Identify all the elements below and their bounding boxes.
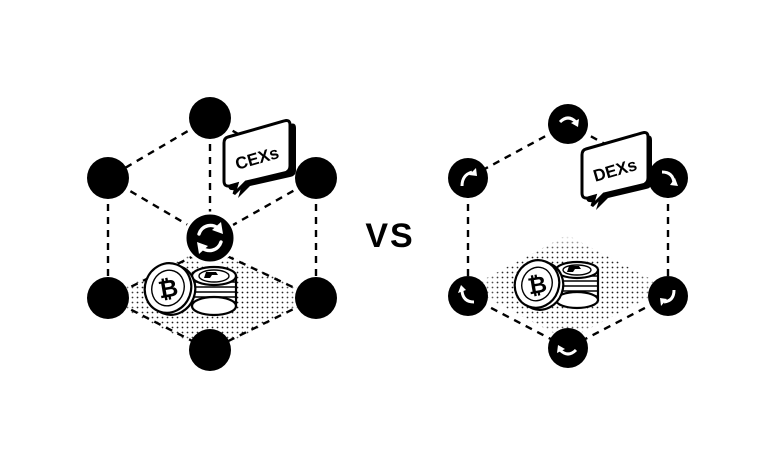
- arrow-icon: [558, 348, 578, 356]
- arrow-icon: [663, 289, 676, 304]
- dex-node-lower-right: [648, 276, 688, 316]
- cex-node-upper-right: [295, 157, 337, 199]
- cex-node-lower-left: [87, 277, 129, 319]
- dex-node-top: [548, 104, 588, 144]
- cex-speech-bubble: CEXs: [222, 119, 296, 198]
- dex-node-bottom: [548, 328, 588, 368]
- arrow-icon: [460, 290, 475, 304]
- swap-arrows-icon: [183, 211, 237, 265]
- dex-node-upper-right: [648, 158, 688, 198]
- cex-diagram: ₿ CEXs: [87, 97, 337, 371]
- bitcoin-coin-stack-icon: ₿: [143, 262, 238, 317]
- cex-node-upper-left: [87, 157, 129, 199]
- dex-speech-bubble: DEXs: [580, 131, 652, 210]
- dex-diagram: ₿ DEXs: [448, 104, 688, 368]
- versus-label: VS: [365, 217, 414, 255]
- cex-node-lower-right: [295, 277, 337, 319]
- arrow-icon: [558, 116, 578, 124]
- cex-node-bottom: [189, 329, 231, 371]
- bitcoin-coin-stack-icon: ₿: [513, 259, 600, 311]
- cex-node-top: [189, 97, 231, 139]
- svg-text:₿: ₿: [526, 271, 549, 300]
- dex-node-lower-left: [448, 276, 488, 316]
- svg-text:₿: ₿: [156, 274, 180, 304]
- arrow-icon: [460, 170, 473, 187]
- dex-node-upper-left: [448, 158, 488, 198]
